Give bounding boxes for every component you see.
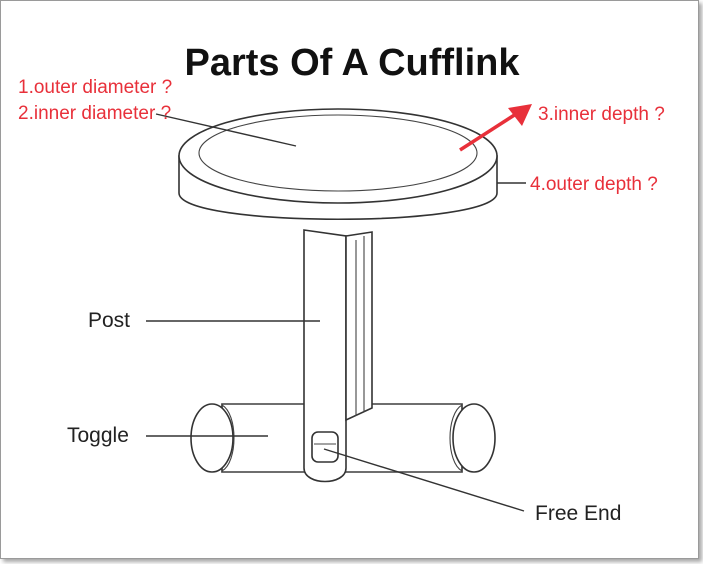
- toggle-left-edge: [221, 404, 235, 472]
- toggle-left-cap: [190, 403, 234, 473]
- post-shape: [303, 229, 373, 483]
- outer-diameter-annotation: 1.outer diameter ?: [18, 77, 172, 98]
- inner-diameter-annotation: 2.inner diameter ?: [18, 103, 171, 124]
- red-arrow-icon: [459, 104, 532, 152]
- inner-depth-annotation: 3.inner depth ?: [538, 104, 665, 125]
- toggle-label: Toggle: [67, 424, 129, 447]
- free-end-shape: [311, 431, 339, 463]
- diagram-title: Parts Of A Cufflink: [185, 42, 521, 84]
- outer-depth-annotation: 4.outer depth ?: [530, 174, 658, 195]
- free-end-label: Free End: [535, 502, 621, 525]
- cufflink-face: [178, 108, 498, 221]
- toggle-right-cap: [452, 403, 496, 473]
- post-label: Post: [88, 309, 130, 332]
- toggle-right-edge: [449, 404, 463, 472]
- diameter-leader-line: [155, 113, 297, 147]
- free-end-leader-line: [323, 448, 525, 512]
